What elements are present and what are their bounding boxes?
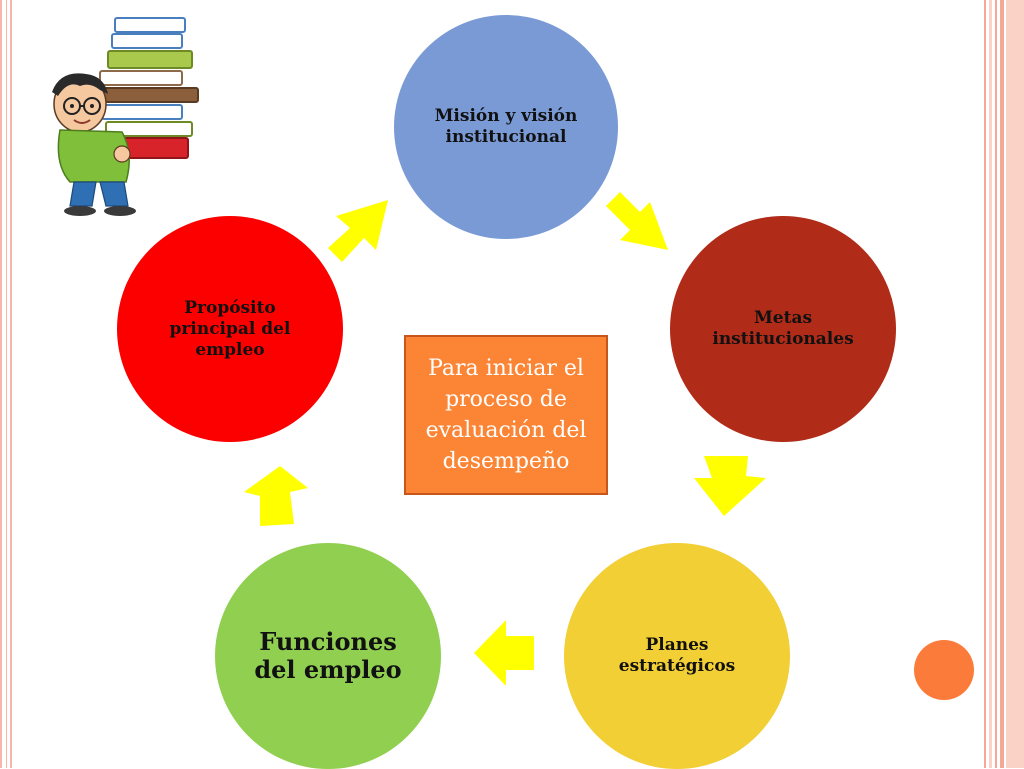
node-label: Planes estratégicos bbox=[618, 635, 736, 676]
boy-carrying-books-icon bbox=[52, 17, 199, 216]
left-border-stripe bbox=[0, 0, 12, 768]
node-metas: Metas institucionales bbox=[670, 216, 896, 442]
accent-dot bbox=[914, 640, 974, 700]
arrow-icon bbox=[328, 200, 388, 262]
node-label: Propósito principal del empleo bbox=[169, 297, 291, 360]
arrow-icon bbox=[694, 456, 766, 516]
node-funciones: Funciones del empleo bbox=[215, 543, 441, 769]
arrow-icon bbox=[606, 192, 668, 250]
node-planes: Planes estratégicos bbox=[564, 543, 790, 769]
center-text: Para iniciar el proceso de evaluación de… bbox=[425, 356, 587, 474]
node-label: Funciones del empleo bbox=[254, 627, 402, 684]
node-proposito: Propósito principal del empleo bbox=[117, 216, 343, 442]
right-border-stripes bbox=[980, 0, 1024, 768]
node-label: Metas institucionales bbox=[712, 308, 854, 349]
center-box: Para iniciar el proceso de evaluación de… bbox=[404, 335, 608, 495]
arrow-icon bbox=[244, 466, 308, 526]
arrow-icon bbox=[474, 620, 534, 686]
node-mision-vision: Misión y visión institucional bbox=[394, 15, 618, 239]
node-label: Misión y visión institucional bbox=[434, 106, 578, 147]
